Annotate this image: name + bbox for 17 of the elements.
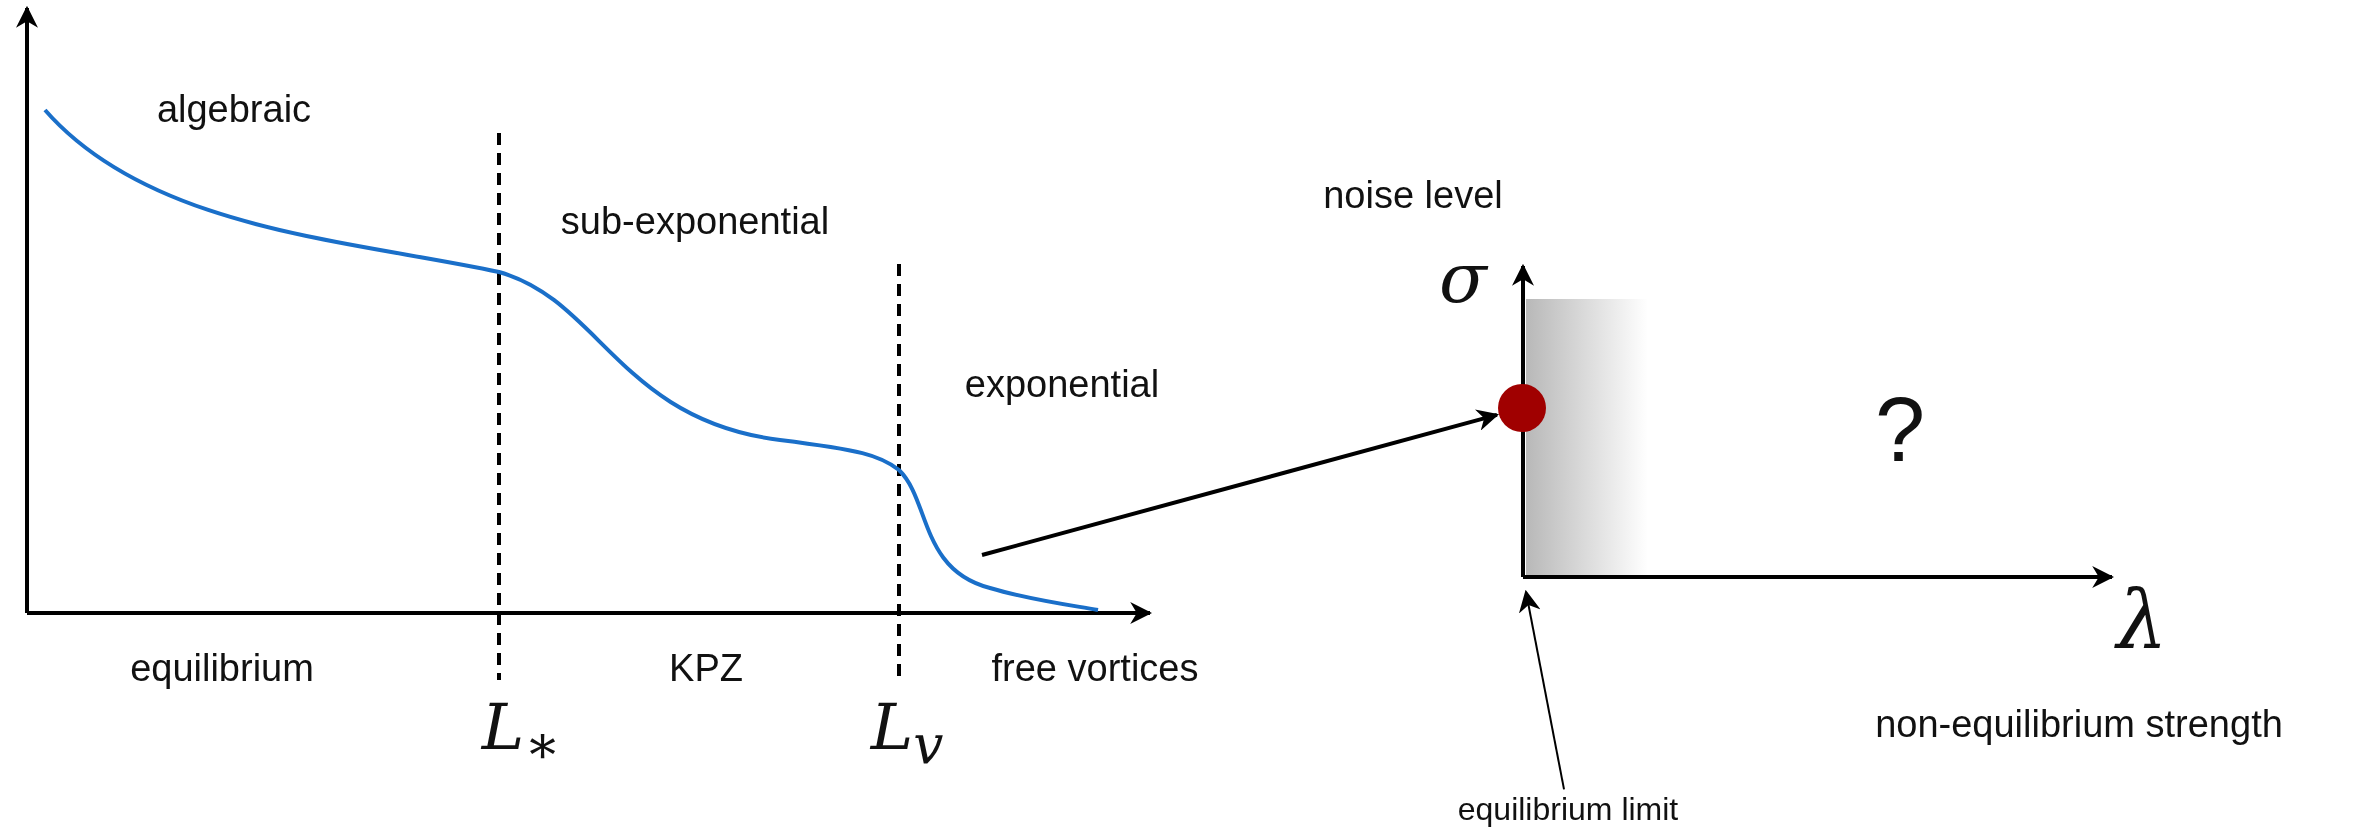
region-label: noise level xyxy=(1323,175,1503,217)
region-label: algebraic xyxy=(156,89,312,131)
point-marker xyxy=(1498,384,1546,432)
region-label: equilibrium xyxy=(130,648,314,690)
math-symbol: λ xyxy=(2116,576,2168,664)
region-label: free vortices xyxy=(991,648,1199,690)
annotation-text: equilibrium limit xyxy=(1457,792,1679,828)
arrow xyxy=(1518,589,1566,791)
math-symbol: L$_{v}$ xyxy=(870,691,944,775)
math-symbol: L$_{∗}$ xyxy=(481,691,561,775)
math-symbol: σ xyxy=(1439,239,1487,317)
region-label: ? xyxy=(1874,380,1926,480)
region-label: exponential xyxy=(964,364,1160,406)
arrow xyxy=(981,409,1500,557)
region-label: KPZ xyxy=(669,648,743,690)
region-label: non-equilibrium strength xyxy=(1875,704,2283,746)
region-label: sub-exponential xyxy=(560,201,830,243)
